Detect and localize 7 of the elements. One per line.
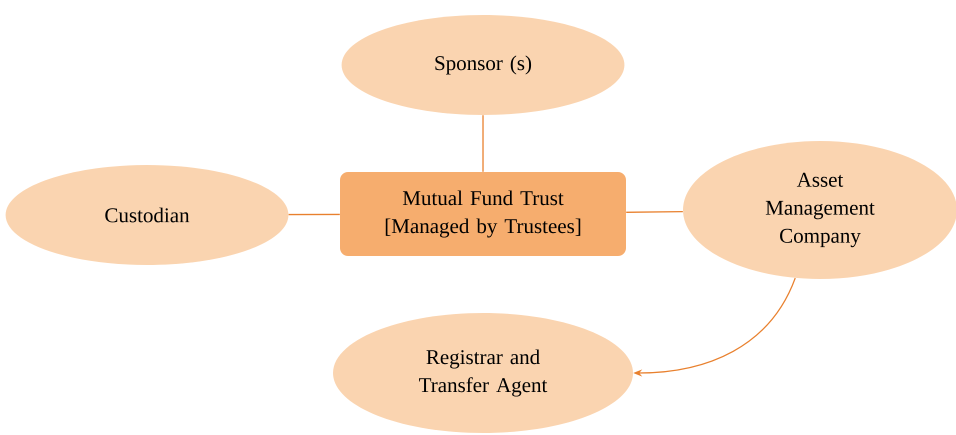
ellipse-node: Custodian (6, 165, 288, 265)
connector-line (288, 214, 340, 216)
connector-line (626, 210, 683, 213)
ellipse-node: Registrar and Transfer Agent (333, 313, 633, 433)
ellipse-node: Sponsor (s) (342, 15, 624, 115)
process-box: Mutual Fund Trust [Managed by Trustees] (340, 172, 626, 256)
connector-line (482, 115, 484, 172)
